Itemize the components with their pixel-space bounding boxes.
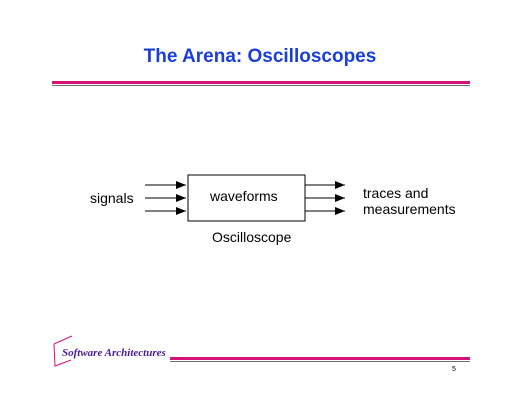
- waveforms-label: waveforms: [210, 188, 278, 204]
- page-number: 5: [452, 366, 456, 373]
- title-underline: [52, 81, 470, 84]
- oscilloscope-box: [187, 174, 306, 222]
- title-underline-shadow: [52, 85, 470, 86]
- footer-underline: [170, 357, 470, 360]
- slide-title: The Arena: Oscilloscopes: [143, 46, 377, 67]
- footer-logo-mark: [53, 335, 73, 367]
- output-label-line-1: traces and: [363, 185, 429, 201]
- footer-underline-shadow: [170, 361, 470, 362]
- signals-label: signals: [90, 190, 134, 206]
- footer-brand: Software Architectures: [62, 347, 166, 359]
- oscilloscope-caption: Oscilloscope: [212, 229, 292, 245]
- output-label-line-2: measurements: [363, 201, 456, 217]
